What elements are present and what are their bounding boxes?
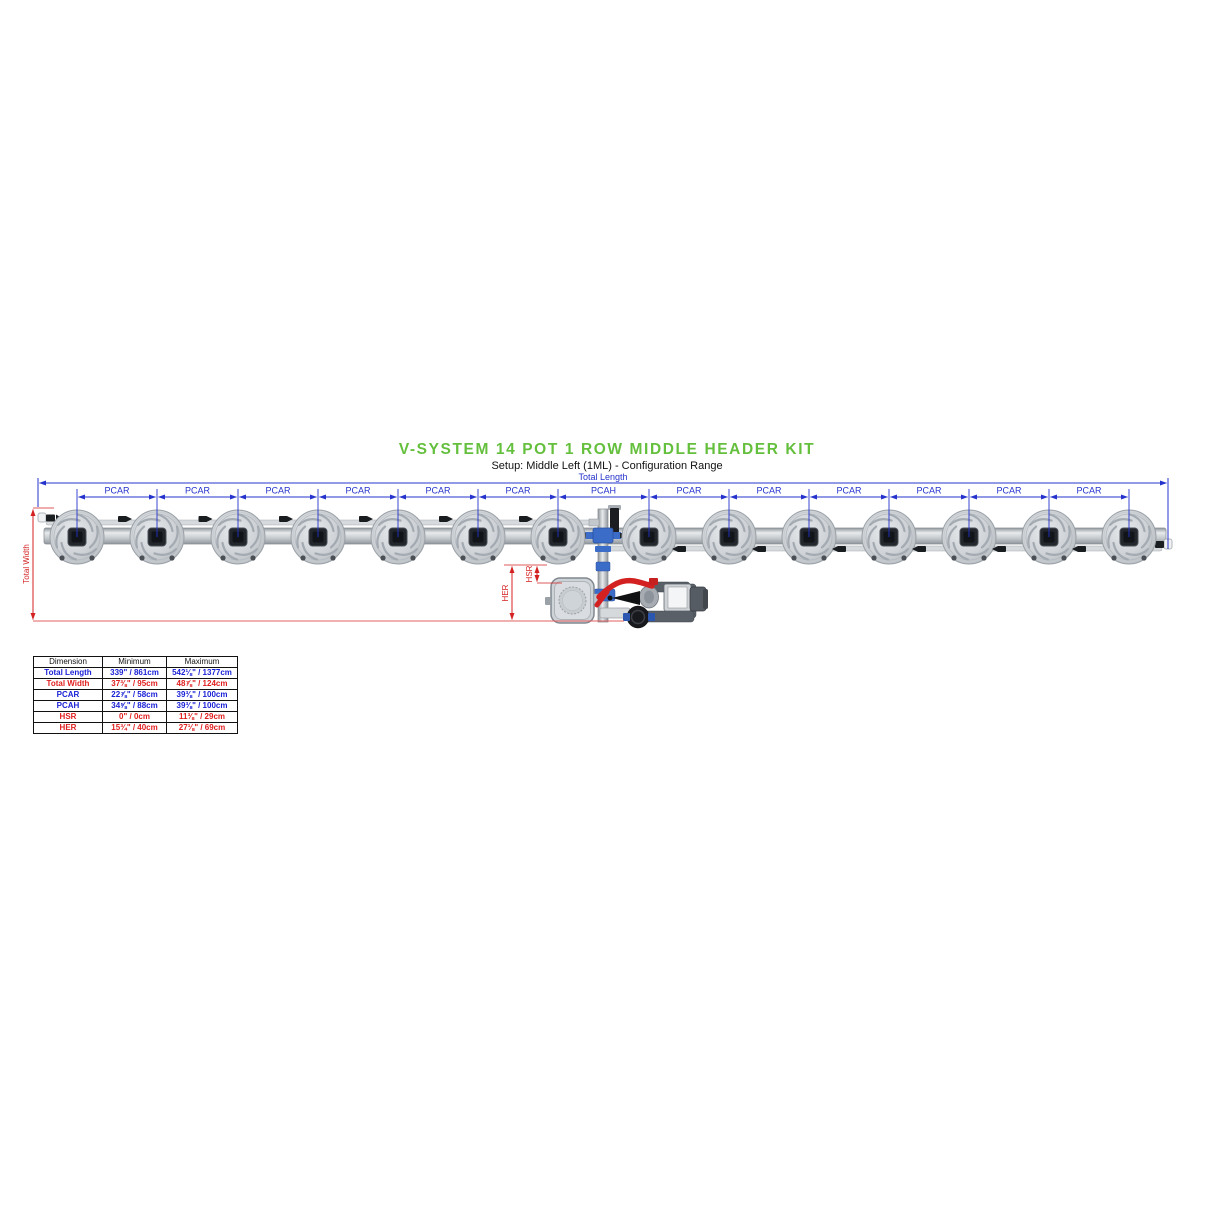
- drip-fitting: [359, 516, 373, 522]
- spacing-dimension: PCAR: [650, 486, 728, 500]
- spacing-label: PCAR: [756, 486, 782, 496]
- drip-fitting: [672, 546, 686, 552]
- spacing-dimension: PCAR: [890, 486, 968, 500]
- spacing-dimension: PCAR: [399, 486, 477, 500]
- minimum-value: 339" / 861cm: [102, 667, 167, 679]
- red-dimensions: Total Width HER HSR: [22, 507, 624, 622]
- spacing-label: PCAR: [1076, 486, 1102, 496]
- spacing-label: PCAR: [676, 486, 702, 496]
- dimension-name: Total Width: [33, 678, 103, 690]
- pump-head: [626, 605, 650, 629]
- maximum-value: 27⅛" / 69cm: [166, 722, 238, 734]
- spacing-label: PCAR: [185, 486, 211, 496]
- drip-fitting: [832, 546, 846, 552]
- maximum-value: 542⅛" / 1377cm: [166, 667, 238, 679]
- spacing-dimension: PCAR: [810, 486, 888, 500]
- spacing-dimension: PCAR: [78, 486, 156, 500]
- page-title: V-SYSTEM 14 POT 1 ROW MIDDLE HEADER KIT: [398, 441, 816, 458]
- drip-fitting: [992, 546, 1006, 552]
- drip-fitting: [912, 546, 926, 552]
- total-length-label: Total Length: [578, 472, 627, 482]
- spacing-label: PCAR: [265, 486, 291, 496]
- minimum-value: 34⅝" / 88cm: [102, 700, 167, 712]
- reservoir: [545, 577, 601, 624]
- minimum-value: 37⅜" / 95cm: [102, 678, 167, 690]
- spacing-dimension: PCAR: [970, 486, 1048, 500]
- spacing-label: PCAR: [916, 486, 942, 496]
- spacing-label: PCAR: [996, 486, 1022, 496]
- spacing-dimension: PCAR: [319, 486, 397, 500]
- spacing-label: PCAR: [836, 486, 862, 496]
- drip-fitting: [279, 516, 293, 522]
- spacing-label: PCAR: [505, 486, 531, 496]
- hsr-label: HSR: [525, 565, 534, 582]
- spacing-dimension: PCAR: [730, 486, 808, 500]
- drip-fitting: [439, 516, 453, 522]
- minimum-value: Minimum: [102, 656, 167, 668]
- dimension-name: PCAH: [33, 700, 103, 712]
- maximum-value: Maximum: [166, 656, 238, 668]
- dimension-name: Total Length: [33, 667, 103, 679]
- maximum-value: 39⅜" / 100cm: [166, 689, 238, 701]
- spacing-dimension: PCAR: [1050, 486, 1128, 500]
- red-hose: [596, 577, 655, 600]
- minimum-value: 15¾" / 40cm: [102, 722, 167, 734]
- total-length-dimension: Total Length: [37, 472, 1169, 549]
- spacing-dimension: PCAR: [479, 486, 557, 500]
- maximum-value: 39⅜" / 100cm: [166, 700, 238, 712]
- dimension-name: HSR: [33, 711, 103, 723]
- spacing-label: PCAR: [425, 486, 451, 496]
- spacing-dimension: PCAH: [559, 486, 648, 500]
- total-width-label: Total Width: [22, 544, 31, 584]
- drip-fitting: [519, 516, 533, 522]
- system-diagram: PCAR PCAR PCAR PCAR PCAR PCAR PCAH PCAR PCAR PCAR…: [22, 472, 1173, 629]
- her-label: HER: [501, 584, 510, 601]
- dimension-name: PCAR: [33, 689, 103, 701]
- dimension-name: HER: [33, 722, 103, 734]
- maximum-value: 48⅞" / 124cm: [166, 678, 238, 690]
- maximum-value: 11⅜" / 29cm: [166, 711, 238, 723]
- minimum-value: 22⅞" / 58cm: [102, 689, 167, 701]
- page-subtitle: Setup: Middle Left (1ML) - Configuration…: [491, 460, 723, 472]
- drip-fitting: [118, 516, 132, 522]
- drip-fitting: [752, 546, 766, 552]
- spacing-label: PCAR: [345, 486, 371, 496]
- spacing-dimension: PCAR: [158, 486, 237, 500]
- drip-fitting: [1072, 546, 1086, 552]
- minimum-value: 0" / 0cm: [102, 711, 167, 723]
- spacing-dimension: PCAR: [239, 486, 317, 500]
- dimension-name: Dimension: [33, 656, 103, 668]
- pump-assembly: [594, 577, 708, 629]
- drip-fitting: [198, 516, 213, 522]
- spacing-label: PCAH: [591, 486, 616, 496]
- spacing-label: PCAR: [104, 486, 130, 496]
